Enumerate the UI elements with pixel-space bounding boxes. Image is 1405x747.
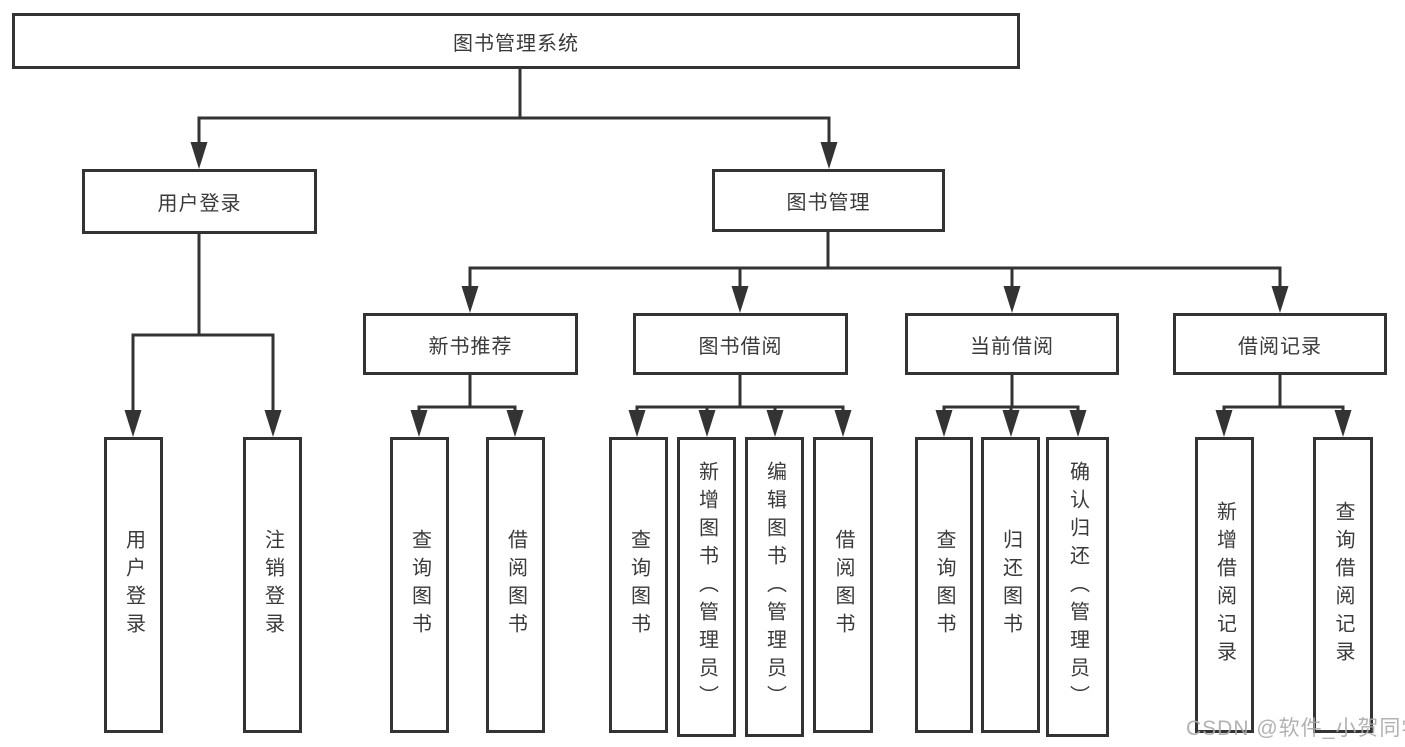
arrowhead-down-icon bbox=[410, 410, 428, 437]
leaf-user-login: 用户登录 bbox=[104, 437, 163, 733]
leaf-add-borrow-record-label: 新增借阅记录 bbox=[1213, 501, 1236, 669]
leaf-query-borrow-record: 查询借阅记录 bbox=[1313, 437, 1373, 733]
arrowhead-down-icon bbox=[628, 410, 646, 437]
leaf-add-book-admin: 新增图书（管理员） bbox=[677, 437, 736, 737]
leaf-borrow-book-recommend-label: 借阅图书 bbox=[504, 529, 527, 641]
leaf-add-book-admin-label: 新增图书（管理员） bbox=[695, 461, 718, 713]
leaf-edit-book-admin-label: 编辑图书（管理员） bbox=[763, 461, 786, 713]
node-new-book-recommend: 新书推荐 bbox=[363, 313, 578, 375]
arrowhead-down-icon bbox=[935, 410, 953, 437]
leaf-query-book-recommend: 查询图书 bbox=[390, 437, 449, 733]
arrowhead-down-icon bbox=[1215, 410, 1233, 437]
arrowhead-down-icon bbox=[731, 286, 749, 313]
node-user-login-label: 用户登录 bbox=[157, 193, 242, 215]
arrowhead-down-icon bbox=[1002, 410, 1020, 437]
leaf-borrow-book: 借阅图书 bbox=[813, 437, 873, 733]
node-root-system: 图书管理系统 bbox=[12, 13, 1020, 69]
leaf-return-book-label: 归还图书 bbox=[999, 529, 1022, 641]
node-user-login: 用户登录 bbox=[82, 169, 317, 234]
node-book-management-label: 图书管理 bbox=[786, 192, 871, 214]
arrowhead-down-icon bbox=[1069, 410, 1087, 437]
node-book-borrowing-label: 图书借阅 bbox=[698, 335, 783, 358]
node-root-system-label: 图书管理系统 bbox=[453, 32, 579, 55]
arrowhead-down-icon bbox=[1334, 410, 1352, 437]
node-book-management: 图书管理 bbox=[712, 169, 945, 232]
node-borrowing-records: 借阅记录 bbox=[1173, 313, 1387, 375]
leaf-add-borrow-record: 新增借阅记录 bbox=[1195, 437, 1254, 733]
leaf-logout: 注销登录 bbox=[243, 437, 302, 733]
leaf-query-book-current: 查询图书 bbox=[915, 437, 973, 733]
leaf-confirm-return-admin-label: 确认归还（管理员） bbox=[1066, 461, 1089, 713]
leaf-query-book-current-label: 查询图书 bbox=[933, 529, 955, 641]
leaf-query-borrow-record-label: 查询借阅记录 bbox=[1332, 501, 1354, 669]
leaf-logout-label: 注销登录 bbox=[261, 529, 284, 641]
arrowhead-down-icon bbox=[766, 410, 784, 437]
leaf-query-book-borrowing-label: 查询图书 bbox=[627, 529, 650, 641]
node-current-borrowing: 当前借阅 bbox=[905, 313, 1119, 375]
arrowhead-down-icon bbox=[698, 410, 716, 437]
arrowhead-down-icon bbox=[834, 410, 852, 437]
arrowhead-down-icon bbox=[124, 410, 142, 437]
leaf-return-book: 归还图书 bbox=[981, 437, 1040, 733]
leaf-borrow-book-label: 借阅图书 bbox=[832, 529, 854, 641]
arrowhead-down-icon bbox=[461, 286, 479, 313]
leaf-user-login-label: 用户登录 bbox=[122, 529, 145, 641]
arrowhead-down-icon bbox=[1003, 286, 1021, 313]
arrowhead-down-icon bbox=[190, 142, 208, 169]
leaf-confirm-return-admin: 确认归还（管理员） bbox=[1046, 437, 1109, 737]
node-book-borrowing: 图书借阅 bbox=[633, 313, 848, 375]
csdn-watermark: CSDN @软件_小贺同学 bbox=[1186, 717, 1405, 740]
node-current-borrowing-label: 当前借阅 bbox=[970, 335, 1054, 358]
arrowhead-down-icon bbox=[820, 142, 838, 169]
arrowhead-down-icon bbox=[1271, 286, 1289, 313]
node-new-book-recommend-label: 新书推荐 bbox=[428, 335, 513, 358]
arrowhead-down-icon bbox=[506, 410, 524, 437]
node-borrowing-records-label: 借阅记录 bbox=[1238, 335, 1322, 358]
leaf-query-book-recommend-label: 查询图书 bbox=[408, 529, 431, 641]
arrowhead-down-icon bbox=[264, 410, 282, 437]
leaf-edit-book-admin: 编辑图书（管理员） bbox=[745, 437, 804, 737]
leaf-query-book-borrowing: 查询图书 bbox=[609, 437, 668, 733]
leaf-borrow-book-recommend: 借阅图书 bbox=[486, 437, 545, 733]
